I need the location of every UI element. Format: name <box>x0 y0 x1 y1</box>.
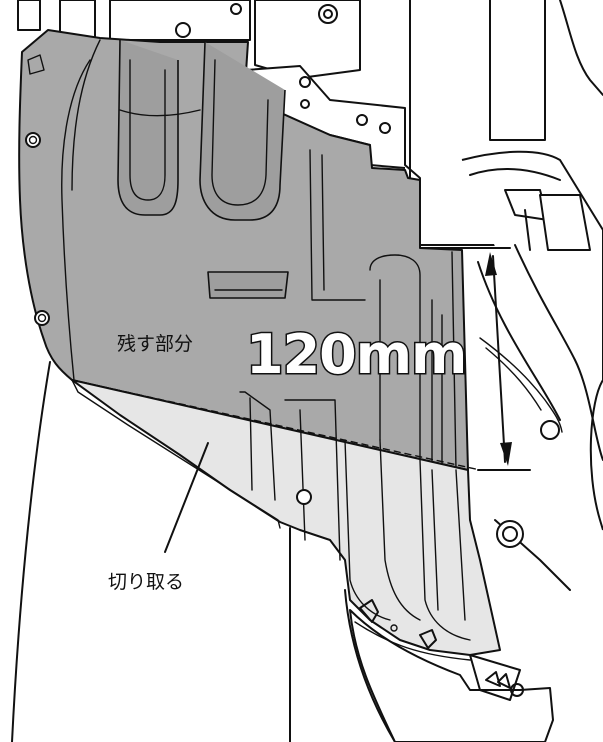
cut-leader-line <box>164 442 209 553</box>
bumper-outline <box>11 361 396 742</box>
dimension-marker <box>461 247 531 471</box>
cut-line <box>71 379 481 471</box>
dimension-label: 120mm <box>246 323 466 386</box>
keep-part-label: 残す部分 <box>117 333 193 355</box>
cut-ribs <box>71 379 471 661</box>
keep-ribs <box>25 39 457 471</box>
right-bracket <box>461 150 603 591</box>
cut-off-label: 切り取る <box>108 571 184 593</box>
